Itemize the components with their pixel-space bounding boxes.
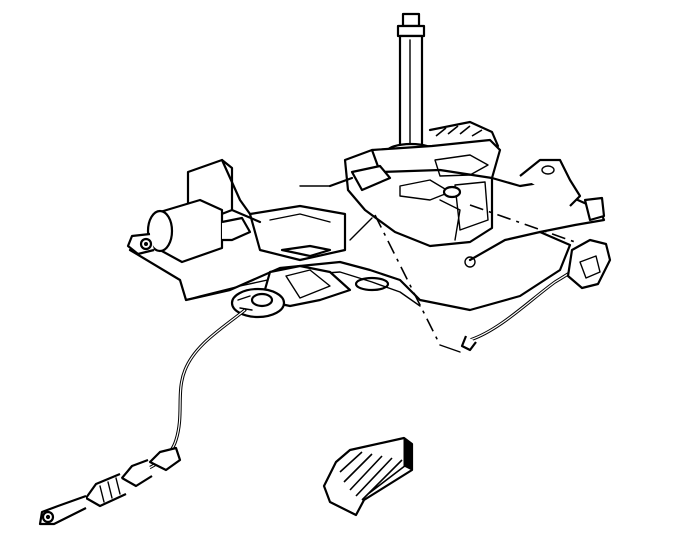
cable-end-fitting (38, 446, 182, 526)
steering-shaft (385, 12, 437, 162)
front-direction-arrow-icon (322, 436, 414, 517)
shift-cable (130, 308, 247, 478)
column-housing (343, 120, 502, 248)
right-bracket (468, 158, 606, 262)
cable-mount-bracket (230, 264, 352, 319)
lock-cylinder (299, 164, 462, 201)
wiring-harness (460, 238, 612, 352)
actuator-motor (126, 198, 252, 264)
callout-leaders (349, 204, 576, 353)
